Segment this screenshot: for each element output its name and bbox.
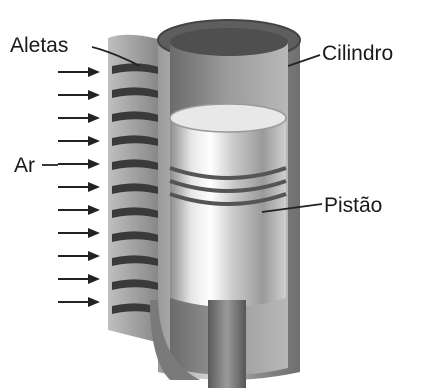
piston-crown — [170, 104, 286, 132]
cylinder-label: Cilindro — [322, 42, 393, 65]
air-label: Ar — [14, 154, 35, 177]
air-arrow — [58, 136, 100, 146]
air-arrow — [58, 205, 100, 215]
fins-label: Aletas — [10, 34, 68, 57]
air-flow-arrows — [58, 67, 100, 307]
air-arrow — [58, 90, 100, 100]
bore-opening — [170, 28, 288, 56]
air-arrow — [58, 251, 100, 261]
connecting-rod — [208, 300, 246, 388]
piston-body — [170, 118, 286, 307]
air-arrow — [58, 159, 100, 169]
piston-label: Pistão — [324, 194, 382, 217]
air-arrow — [58, 67, 100, 77]
air-arrow — [58, 228, 100, 238]
air-arrow — [58, 297, 100, 307]
air-arrow — [58, 182, 100, 192]
air-arrow — [58, 274, 100, 284]
air-arrow — [58, 113, 100, 123]
